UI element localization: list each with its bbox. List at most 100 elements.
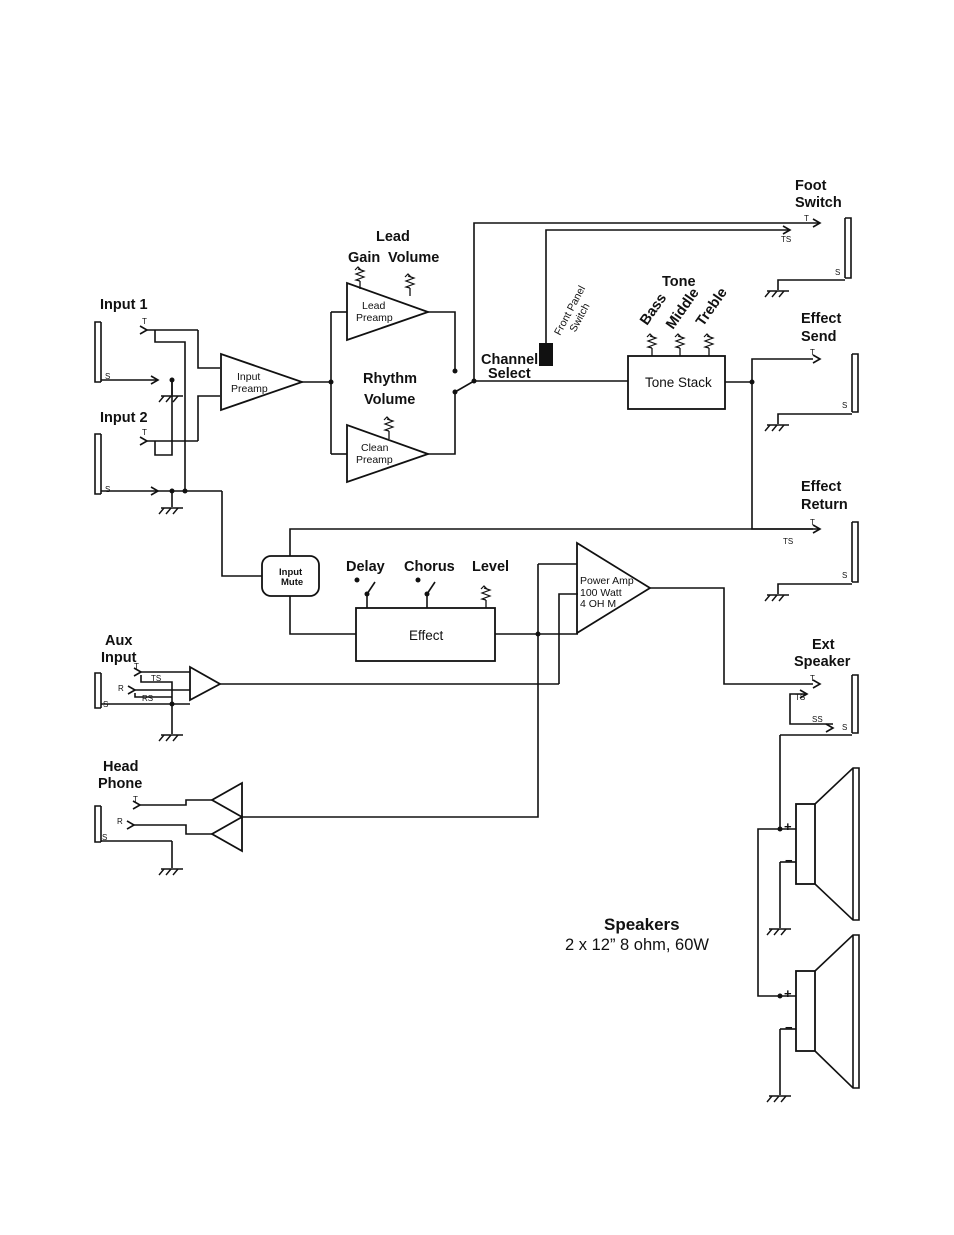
- front-panel-switch-button[interactable]: [539, 343, 553, 366]
- input1-label: Input 1: [100, 297, 148, 313]
- effect-return-jack[interactable]: [777, 521, 859, 594]
- headphone-amp-left: [210, 781, 243, 819]
- aux-ring-pin: R: [118, 684, 124, 693]
- ext-speaker-tip-pin: T: [810, 674, 815, 683]
- input2-sleeve-pin: S: [105, 485, 110, 494]
- foot-switch-tip-pin: T: [804, 214, 809, 223]
- input2-label: Input 2: [100, 410, 148, 426]
- input-mute-label-2: Mute: [281, 577, 303, 588]
- speaker-2-minus: −: [785, 1020, 793, 1035]
- aux-rs-pin: RS: [142, 694, 153, 703]
- headphone-ring-pin: R: [117, 817, 123, 826]
- effect-send-sleeve-pin: S: [842, 401, 847, 410]
- gain-label: Gain: [348, 250, 380, 266]
- effect-block: Effect: [355, 607, 496, 662]
- effect-send-jack[interactable]: [777, 353, 859, 424]
- input1-tip-pin: T: [142, 317, 147, 326]
- delay-label: Delay: [346, 559, 385, 575]
- delay-switch[interactable]: [354, 577, 376, 609]
- tone-stack-block: Tone Stack: [627, 355, 726, 410]
- aux-buffer: [189, 665, 222, 702]
- ext-speaker-label: Speaker: [794, 654, 851, 670]
- effect-return-tip-pin: T: [810, 518, 815, 527]
- middle-pot-icon[interactable]: [674, 333, 685, 357]
- aux-ts-pin: TS: [151, 674, 161, 683]
- input-preamp-label-1: Input: [237, 371, 260, 383]
- lead-preamp: Lead Preamp: [346, 281, 431, 342]
- foot-switch-ts-pin: TS: [781, 235, 791, 244]
- rhythm-label: Rhythm: [363, 371, 417, 387]
- speaker-1-plus: +: [784, 819, 792, 834]
- headphone-amp-right: [210, 815, 243, 853]
- power-amp-label-1: Power Amp: [580, 575, 634, 587]
- treble-label: Treble: [693, 285, 731, 329]
- lead-volume-pot-icon[interactable]: [404, 273, 415, 297]
- effect-return-label-2: Return: [801, 497, 848, 513]
- ext-speaker-jack[interactable]: [780, 674, 859, 736]
- level-label: Level: [472, 559, 509, 575]
- aux-tip-pin: T: [134, 662, 139, 671]
- input1-sleeve-pin: S: [105, 372, 110, 381]
- lead-label: Lead: [376, 229, 410, 245]
- head-phone-label: Phone: [98, 776, 142, 792]
- input-mute-label-1: Input: [279, 567, 303, 578]
- rhythm-volume-pot-icon[interactable]: [383, 416, 394, 440]
- headphone-sleeve-pin: S: [102, 833, 107, 842]
- level-pot-icon[interactable]: [480, 585, 491, 609]
- power-amp: Power Amp 100 Watt 4 OH M: [576, 541, 652, 635]
- aux-label: Aux: [105, 633, 132, 649]
- speaker-1-minus: −: [785, 853, 793, 868]
- ext-speaker-ts-pin: TS: [795, 693, 805, 702]
- speaker-1-icon: [795, 767, 860, 921]
- head-label: Head: [103, 759, 138, 775]
- effect-return-ts-pin: TS: [783, 537, 793, 546]
- foot-switch-sleeve-pin: S: [835, 268, 840, 277]
- lead-preamp-label-1: Lead: [362, 300, 386, 312]
- channel-select-switch[interactable]: [454, 380, 475, 393]
- lead-volume-label: Volume: [388, 250, 439, 266]
- ext-speaker-ss-pin: SS: [812, 715, 823, 724]
- power-amp-label-3: 4 OH M: [580, 598, 616, 610]
- lead-preamp-label-2: Preamp: [356, 312, 393, 324]
- ext-label: Ext: [812, 637, 835, 653]
- clean-preamp: Clean Preamp: [346, 423, 431, 484]
- speakers-title: Speakers: [604, 915, 680, 934]
- channel-label: Channel: [481, 352, 538, 368]
- tone-stack-label: Tone Stack: [645, 375, 712, 390]
- clean-preamp-label-1: Clean: [361, 442, 389, 454]
- middle-label: Middle: [663, 286, 702, 333]
- effect-send-tip-pin: T: [810, 348, 815, 357]
- input-mute-block: Input Mute: [261, 555, 320, 597]
- effect-send-label-2: Send: [801, 329, 836, 345]
- effect-label: Effect: [409, 628, 444, 643]
- clean-preamp-label-2: Preamp: [356, 454, 393, 466]
- headphone-tip-pin: T: [133, 795, 138, 804]
- effect-send-label-1: Effect: [801, 311, 841, 327]
- foot-switch-jack[interactable]: [777, 217, 852, 290]
- chorus-label: Chorus: [404, 559, 455, 575]
- tone-label: Tone: [662, 274, 696, 290]
- effect-return-sleeve-pin: S: [842, 571, 847, 580]
- speaker-2-plus: +: [784, 986, 792, 1001]
- foot-switch-label: Switch: [795, 195, 842, 211]
- speaker-2-icon: [795, 934, 860, 1089]
- input-preamp: Input Preamp: [220, 352, 305, 412]
- select-label: Select: [488, 366, 531, 382]
- input2-tip-pin: T: [142, 428, 147, 437]
- foot-label: Foot: [795, 178, 827, 194]
- rhythm-volume-label: Volume: [364, 392, 415, 408]
- effect-return-label-1: Effect: [801, 479, 841, 495]
- chorus-switch[interactable]: [415, 577, 436, 609]
- speakers-spec: 2 x 12” 8 ohm, 60W: [565, 936, 709, 954]
- treble-pot-icon[interactable]: [703, 333, 714, 357]
- aux-sleeve-pin: S: [103, 700, 108, 709]
- ext-speaker-sleeve-pin: S: [842, 723, 847, 732]
- aux-input-label: Input: [101, 650, 137, 666]
- aux-input-jack[interactable]: [94, 667, 190, 709]
- input-preamp-label-2: Preamp: [231, 383, 268, 395]
- bass-pot-icon[interactable]: [646, 333, 657, 357]
- input2-jack[interactable]: [94, 433, 198, 496]
- input1-jack[interactable]: [94, 321, 198, 385]
- power-amp-label-2: 100 Watt: [580, 587, 622, 599]
